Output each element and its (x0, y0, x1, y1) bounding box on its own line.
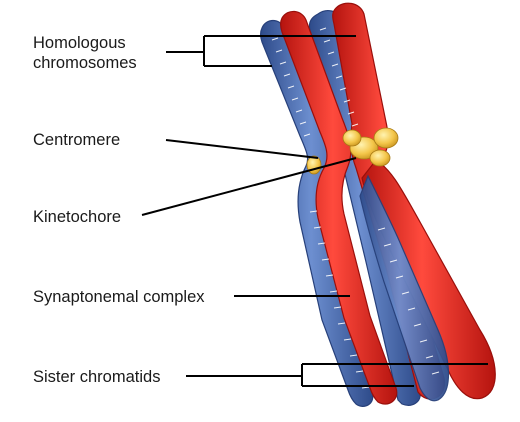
label-kinetochore: Kinetochore (33, 208, 121, 226)
label-sister-chromatids: Sister chromatids (33, 368, 160, 386)
blue-chromatid-back-lower (359, 174, 450, 402)
label-centromere: Centromere (33, 131, 120, 149)
kinetochore-line (141, 157, 357, 216)
labels: Homologous chromosomes Centromere Kineto… (33, 34, 205, 386)
label-synaptonemal-complex: Synaptonemal complex (33, 288, 205, 306)
centromere-line (165, 139, 319, 159)
kinetochore-blob-4 (369, 149, 391, 167)
kinetochore-blob-2 (373, 127, 399, 149)
synaptonemal-fibers (271, 27, 440, 389)
label-homologous-line1: Homologous (33, 34, 126, 52)
label-homologous-line2: chromosomes (33, 54, 137, 72)
kinetochore-blob-3 (342, 129, 362, 147)
sister-bracket (186, 363, 488, 387)
leader-lines (141, 35, 488, 387)
homologous-bracket (166, 35, 356, 67)
centromere-region (306, 127, 399, 175)
